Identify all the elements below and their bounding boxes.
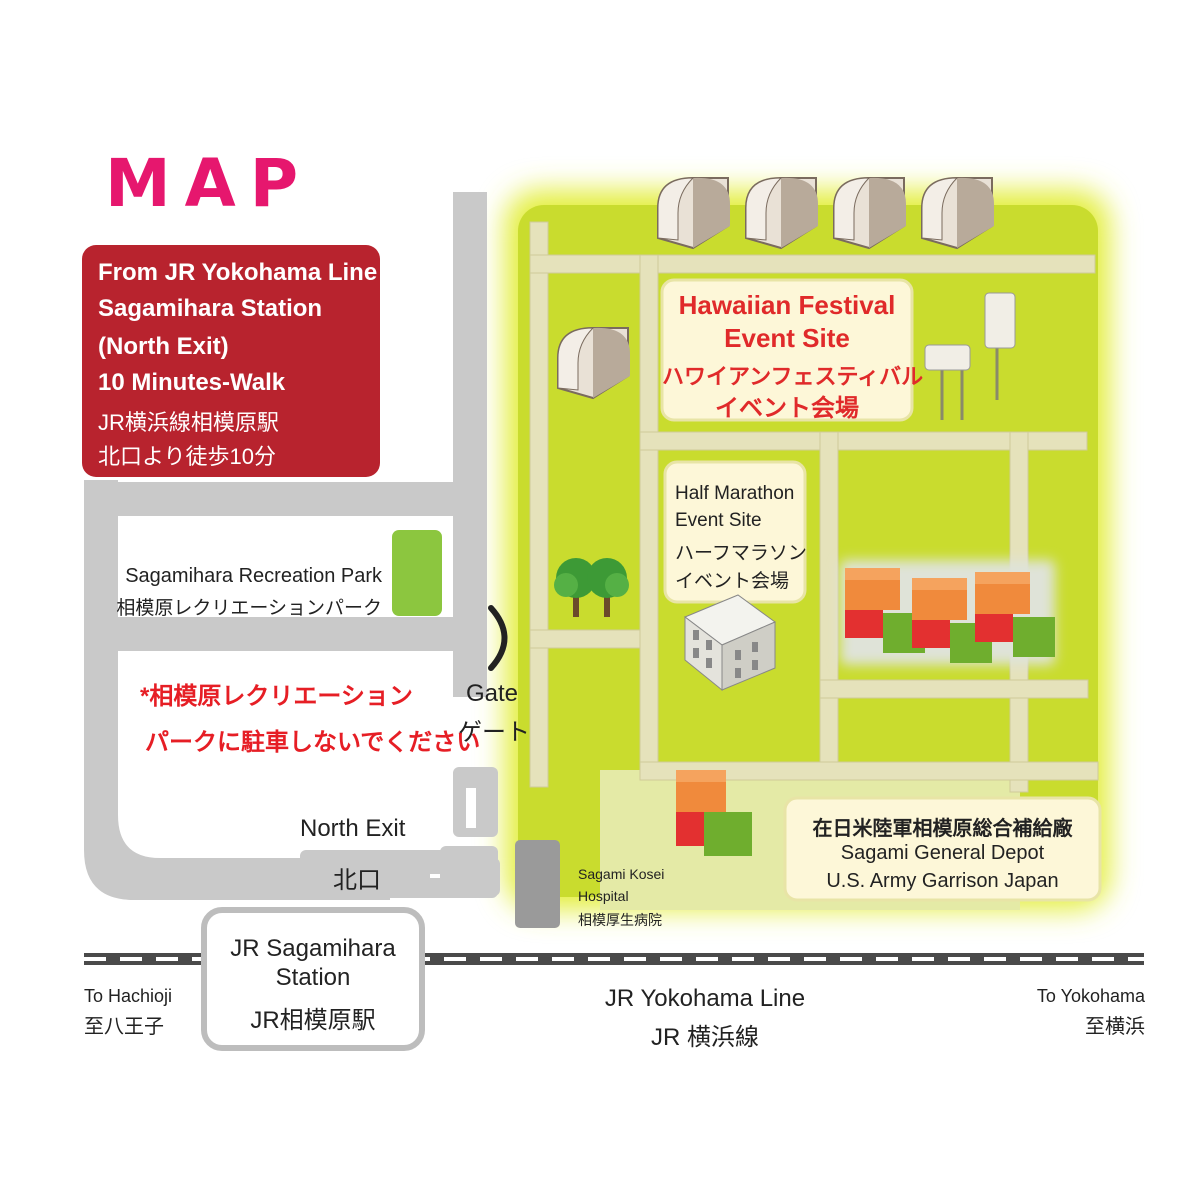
building-icon: [684, 594, 777, 692]
east-direction-en: To Yokohama: [1036, 986, 1145, 1006]
west-direction-ja: 至八王子: [84, 1016, 164, 1038]
stadium-lights-icon: [924, 292, 1016, 420]
access-line-6: 北口より徒歩10分: [98, 444, 277, 469]
depot-line-1: 在日米陸軍相模原総合補給廠: [812, 818, 1073, 840]
hangar-buildings: [557, 177, 994, 400]
notice-line-1: *相模原レクリエーション: [140, 683, 413, 710]
access-line-2: Sagamihara Station: [98, 295, 323, 322]
page-title: MAP: [105, 145, 313, 222]
station-box: [201, 907, 425, 1051]
hawaiian-line-1: Hawaiian Festival: [678, 290, 896, 320]
marathon-line-1: Half Marathon: [675, 483, 795, 504]
west-direction-en: To Hachioji: [84, 986, 173, 1006]
gate-label-en: Gate: [466, 680, 519, 707]
hawaiian-line-3: ハワイアンフェスティバル: [662, 364, 924, 389]
station-line-2: Station: [275, 964, 351, 991]
hospital-building: [515, 840, 560, 928]
depot-line-3: U.S. Army Garrison Japan: [826, 870, 1059, 892]
hospital-line-1: Sagami Kosei: [578, 866, 665, 882]
east-direction-ja: 至横浜: [1085, 1016, 1145, 1038]
marathon-line-3: ハーフマラソン: [675, 543, 807, 564]
marathon-line-4: イベント会場: [675, 571, 790, 592]
park-name-en: Sagamihara Recreation Park: [125, 565, 382, 587]
access-line-4: 10 Minutes-Walk: [98, 369, 286, 396]
station-line-3: JR相模原駅: [250, 1007, 376, 1034]
north-exit-ja: 北口: [333, 867, 381, 894]
gate-label-ja: ゲート: [458, 719, 530, 746]
access-line-1: From JR Yokohama Line: [98, 259, 378, 286]
depot-line-2: Sagami General Depot: [840, 842, 1045, 864]
hospital-line-3: 相模厚生病院: [578, 912, 662, 928]
hospital-line-2: Hospital: [578, 888, 629, 904]
railway-line-en: JR Yokohama Line: [604, 985, 806, 1012]
hawaiian-line-2: Event Site: [724, 323, 850, 353]
access-line-3: (North Exit): [98, 333, 229, 360]
hawaiian-site-box: [660, 278, 914, 422]
hawaiian-line-4: イベント会場: [715, 395, 859, 422]
access-info-box: From JR Yokohama Line Sagamihara Station…: [82, 245, 380, 477]
roads: [84, 192, 500, 900]
gate-arc-icon: [488, 605, 508, 671]
park-name-ja: 相模原レクリエーションパーク: [116, 598, 382, 619]
notice-line-2: パークに駐車しないでください: [145, 729, 481, 756]
railway-line-ja: JR 横浜線: [651, 1024, 759, 1051]
park-block: [392, 530, 442, 616]
container-stacks: [676, 560, 1055, 856]
trees-icon: [554, 558, 629, 617]
station-line-1: JR Sagamihara: [230, 935, 396, 962]
access-line-5: JR横浜線相模原駅: [98, 410, 279, 435]
marathon-line-2: Event Site: [675, 510, 762, 531]
north-exit-en: North Exit: [300, 815, 406, 842]
depot-label-box: [783, 796, 1102, 902]
